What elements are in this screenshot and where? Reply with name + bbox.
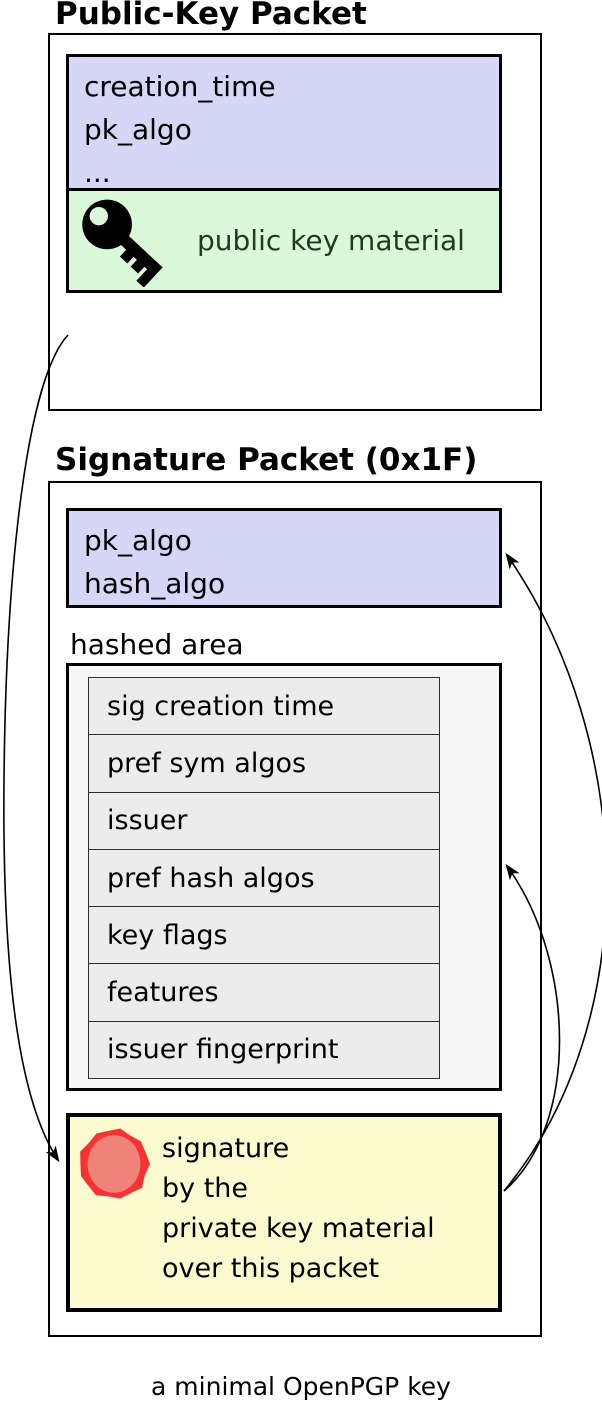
field-hash-algo: hash_algo xyxy=(84,567,226,600)
signature-header-fields: pk_algo hash_algo xyxy=(66,508,502,608)
signature-line: private key material xyxy=(162,1213,435,1244)
signature-line: over this packet xyxy=(162,1253,380,1284)
signature-block: signature by the private key material ov… xyxy=(66,1113,502,1312)
key-icon xyxy=(82,199,163,287)
public-key-packet-title: Public-Key Packet xyxy=(55,0,367,32)
subpacket-row-issuer-fingerprint: issuer fingerprint xyxy=(89,1022,439,1078)
signature-line: by the xyxy=(162,1173,249,1204)
subpacket-row-features: features xyxy=(89,964,439,1022)
subpacket-label: key flags xyxy=(107,919,228,951)
public-key-material-box: public key material xyxy=(66,188,502,293)
diagram-caption: a minimal OpenPGP key xyxy=(151,1372,451,1401)
public-key-material-label: public key material xyxy=(197,224,465,257)
hashed-area-label: hashed area xyxy=(70,628,244,661)
subpacket-label: sig creation time xyxy=(107,690,335,722)
subpacket-label: issuer fingerprint xyxy=(107,1034,339,1066)
field-creation-time: creation_time xyxy=(84,70,276,103)
subpacket-row-issuer: issuer xyxy=(89,793,439,850)
signature-packet-title: Signature Packet (0x1F) xyxy=(55,442,478,478)
subpacket-label: issuer xyxy=(107,805,188,837)
field-ellipsis: ... xyxy=(84,156,111,189)
subpacket-row-sig-creation-time: sig creation time xyxy=(89,678,439,736)
subpacket-label: pref hash algos xyxy=(107,862,315,894)
subpacket-label: features xyxy=(107,977,219,1009)
subpacket-list: sig creation time pref sym algos issuer … xyxy=(88,677,440,1080)
field-pk-algo: pk_algo xyxy=(84,113,192,146)
public-key-header-fields: creation_time pk_algo ... xyxy=(66,54,502,191)
subpacket-label: pref sym algos xyxy=(107,747,307,779)
hashed-area-box: sig creation time pref sym algos issuer … xyxy=(66,663,502,1091)
signature-line: signature xyxy=(162,1133,290,1164)
field-pk-algo-sig: pk_algo xyxy=(84,524,192,557)
subpacket-row-pref-sym-algos: pref sym algos xyxy=(89,735,439,793)
seal-icon xyxy=(80,1128,150,1199)
signature-description: signature by the private key material ov… xyxy=(162,1129,435,1289)
subpacket-row-key-flags: key flags xyxy=(89,907,439,965)
subpacket-row-pref-hash-algos: pref hash algos xyxy=(89,850,439,908)
